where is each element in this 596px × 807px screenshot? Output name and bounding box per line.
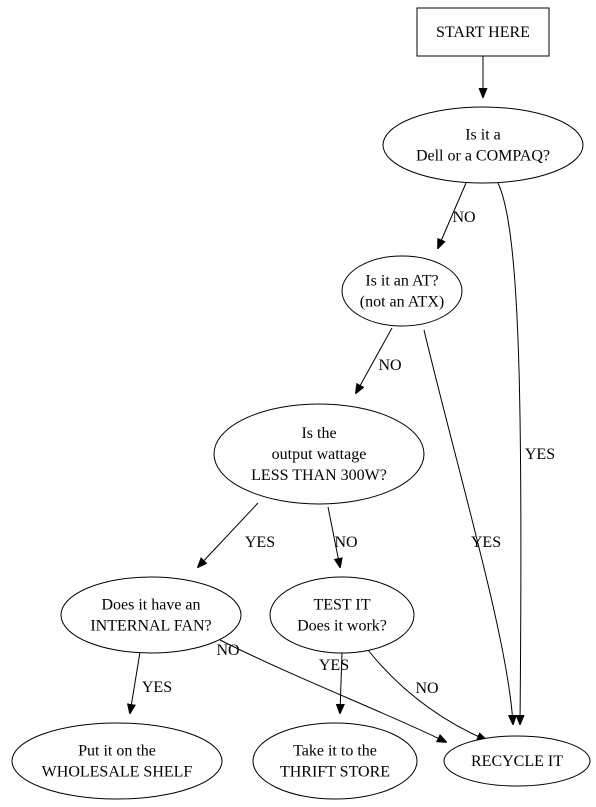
node-text: (not an ATX) — [360, 294, 444, 311]
edge-line — [327, 506, 340, 567]
edge-label: YES — [245, 534, 275, 551]
node-text: THRIFT STORE — [280, 764, 390, 781]
edge-line — [340, 651, 342, 713]
edge-label: NO — [378, 357, 401, 374]
node-shape — [252, 722, 418, 800]
node-shape — [269, 576, 415, 654]
node-text: Dell or a COMPAQ? — [416, 148, 550, 165]
edge-label: YES — [525, 446, 555, 463]
edge-label: YES — [319, 657, 349, 674]
edge-label: NO — [334, 534, 357, 551]
node-shape — [341, 255, 463, 327]
node-shape — [11, 722, 223, 800]
edge-fan-to-recycle: NO — [216, 639, 446, 742]
node-fan: Does it have an INTERNAL FAN? — [60, 576, 242, 654]
node-text: TEST IT — [313, 597, 370, 614]
edge-line — [356, 327, 393, 393]
node-text: Take it to the — [293, 743, 377, 760]
node-start: START HERE — [416, 7, 550, 57]
node-at: Is it an AT? (not an ATX) — [341, 255, 463, 327]
edge-label: NO — [452, 209, 475, 226]
node-text: INTERNAL FAN? — [90, 618, 211, 635]
node-shape — [382, 106, 584, 184]
node-shape — [60, 576, 242, 654]
node-text: RECYCLE IT — [471, 753, 563, 770]
edge-dell-to-recycle: YES — [497, 182, 555, 724]
edge-line — [367, 649, 486, 740]
edge-at-to-wattage: NO — [356, 327, 402, 393]
node-text: output wattage — [272, 446, 367, 463]
edge-test-to-recycle: NO — [367, 649, 486, 740]
node-shape — [443, 735, 591, 787]
edge-fan-to-wholesale: YES — [130, 651, 172, 713]
edge-dell-to-at: NO — [438, 182, 476, 248]
node-dell: Is it a Dell or a COMPAQ? — [382, 106, 584, 184]
edge-at-to-recycle: YES — [423, 329, 513, 724]
edge-line — [198, 502, 259, 567]
edge-label: NO — [415, 680, 438, 697]
node-text: LESS THAN 300W? — [251, 467, 387, 484]
edge-wattage-to-fan: YES — [198, 502, 275, 567]
node-text: Does it work? — [297, 618, 387, 635]
node-recycle: RECYCLE IT — [443, 735, 591, 787]
edge-label: YES — [142, 679, 172, 696]
node-shape — [213, 403, 425, 505]
edge-label: NO — [216, 642, 239, 659]
edge-line — [423, 329, 513, 724]
edge-test-to-thrift: YES — [319, 651, 349, 713]
node-text: Is it a — [465, 127, 501, 144]
node-text: WHOLESALE SHELF — [42, 764, 193, 781]
node-text: Does it have an — [101, 597, 200, 614]
node-text: Is it an AT? — [365, 273, 438, 290]
node-test: TEST IT Does it work? — [269, 576, 415, 654]
node-shape — [416, 7, 550, 57]
node-text: Is the — [301, 425, 336, 442]
node-text: START HERE — [436, 24, 530, 41]
edge-line — [497, 182, 521, 724]
edge-line — [130, 651, 141, 713]
node-text: Put it on the — [78, 743, 156, 760]
edge-wattage-to-test: NO — [327, 506, 358, 567]
edge-label: YES — [471, 534, 501, 551]
edge-line — [438, 182, 467, 248]
edge-line — [219, 639, 446, 742]
